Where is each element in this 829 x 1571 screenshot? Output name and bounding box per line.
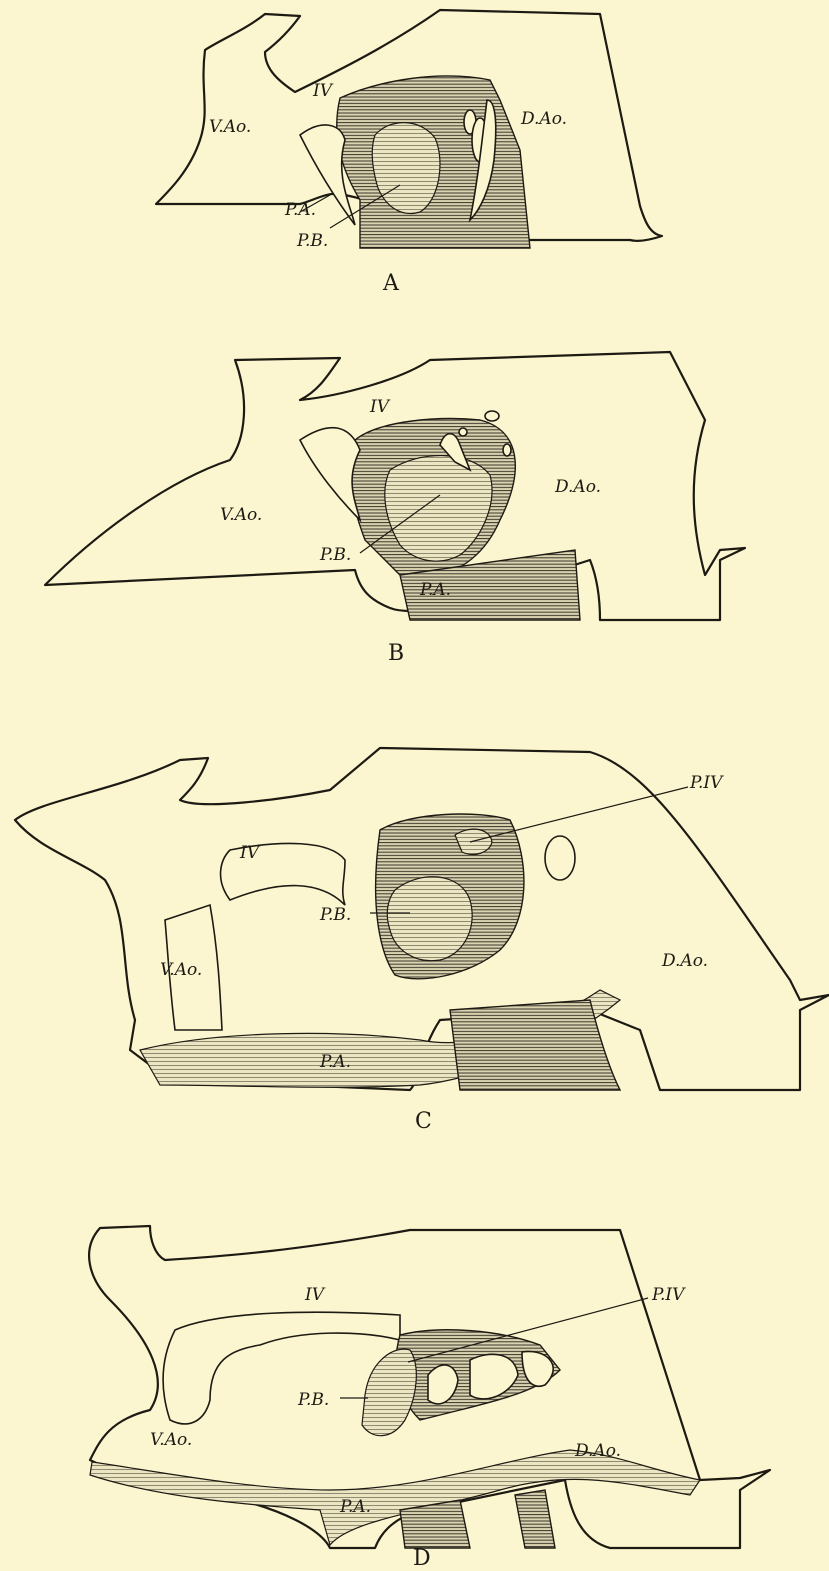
panel-b-ventral-loop <box>300 428 360 520</box>
panel-a-dorsal-aorta-label: D.Ao. <box>520 109 567 129</box>
panel-c-ventral-aorta-label: V.Ao. <box>160 960 202 980</box>
panel-c-pouch-iv-label: P.IV <box>689 773 724 793</box>
panel-b-pulmonary-branch-label: P.B. <box>319 545 351 565</box>
panel-d-ventral-aorta-label: V.Ao. <box>150 1430 192 1450</box>
panel-c-fourth-arch-label: IV <box>239 843 261 863</box>
panel-d-dorsal-aorta-label: D.Ao. <box>574 1441 621 1461</box>
panel-b-small-vessel-2 <box>459 428 467 436</box>
panel-b-dorsal-aorta-label: D.Ao. <box>554 477 601 497</box>
panel-c-piv-leader <box>470 787 688 842</box>
panel-d-fourth-arch-label: IV <box>304 1285 326 1305</box>
panel-c-pouch <box>387 877 472 961</box>
panel-c-pulmonary-artery-label: P.A. <box>319 1052 351 1072</box>
panel-b: IV V.Ao. D.Ao. P.A. P.B. B <box>45 352 745 666</box>
panel-b-label: B <box>388 641 404 666</box>
panel-d-pouch-iv-label: P.IV <box>651 1285 686 1305</box>
panel-a: IV V.Ao. D.Ao. P.A. P.B. A <box>156 10 662 296</box>
panel-a-pulmonary-branch-label: P.B. <box>296 231 328 251</box>
panel-c-pulmonary-branch-label: P.B. <box>319 905 351 925</box>
panel-c-label: C <box>415 1109 432 1134</box>
panel-c-dorsal-aorta-label: D.Ao. <box>661 951 708 971</box>
panel-b-ventral-aorta-label: V.Ao. <box>220 505 262 525</box>
panel-b-small-vessel-3 <box>503 444 511 456</box>
panel-c: P.IV IV V.Ao. D.Ao. P.A. P.B. C <box>15 748 829 1134</box>
panel-c-side-vessel <box>545 836 575 880</box>
panel-a-pulmonary-artery-label: P.A. <box>284 200 316 220</box>
panel-a-fourth-arch-label: IV <box>312 81 334 101</box>
panel-b-small-vessel-1 <box>485 411 499 421</box>
panel-d-pulmonary-branch-label: P.B. <box>297 1390 329 1410</box>
panel-b-pulmonary-artery-label: P.A. <box>419 580 451 600</box>
panel-d-pulmonary-artery <box>90 1450 700 1545</box>
panel-a-ventral-aorta-label: V.Ao. <box>209 117 251 137</box>
panel-d: P.IV IV V.Ao. D.Ao. P.A. P.B. D <box>89 1226 770 1571</box>
panel-d-label: D <box>413 1546 431 1571</box>
panel-b-fourth-arch-label: IV <box>369 397 391 417</box>
panel-a-label: A <box>382 271 400 296</box>
panel-d-descending-vessel <box>515 1490 555 1548</box>
panel-d-pulmonary-artery-label: P.A. <box>339 1497 371 1517</box>
